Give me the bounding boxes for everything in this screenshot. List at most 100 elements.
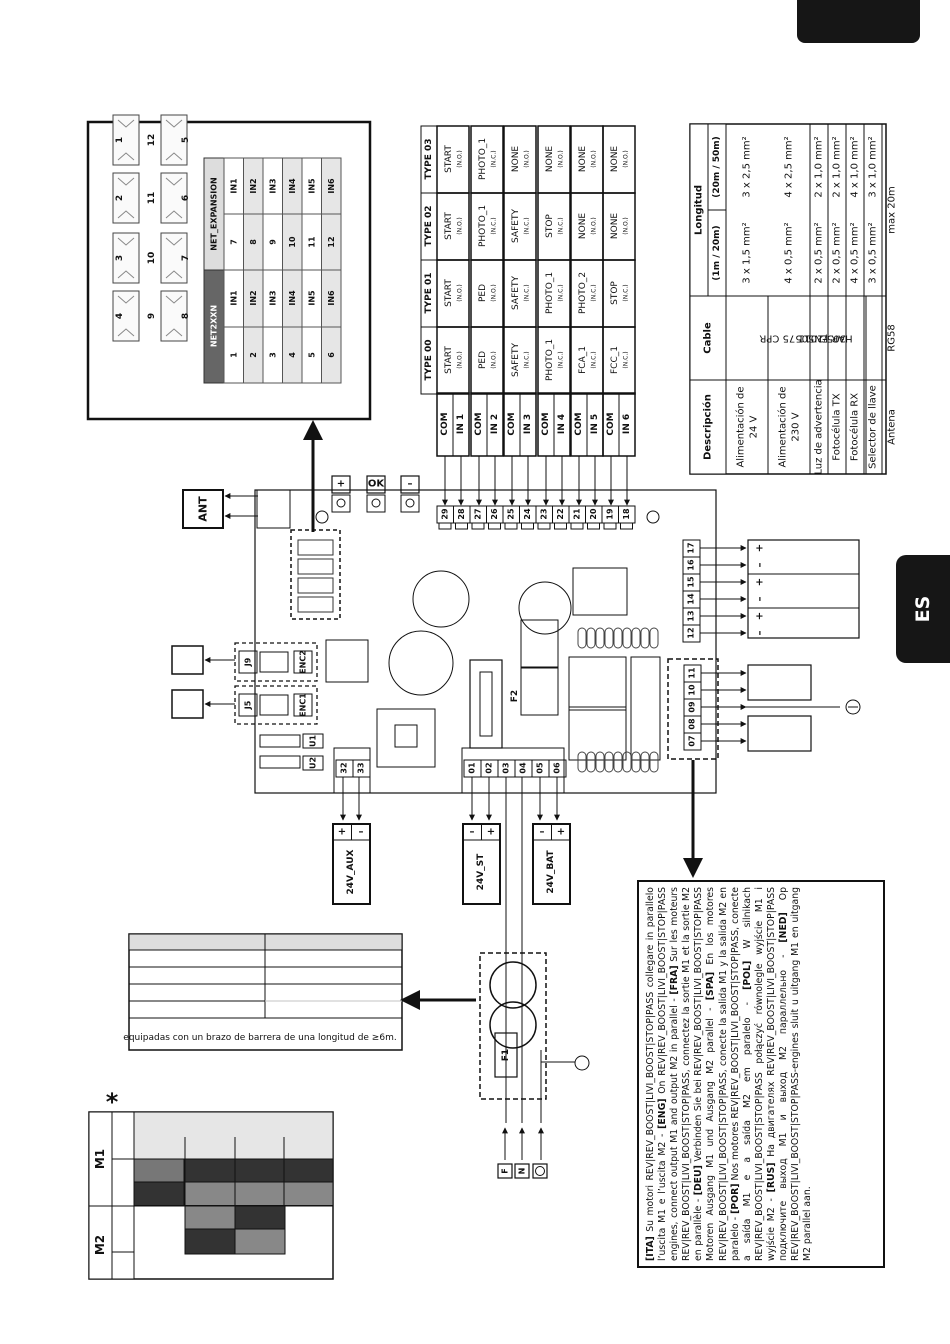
note-language-tag: [POL]	[741, 960, 753, 990]
terminal-number: 12	[687, 627, 696, 638]
connector-detail	[165, 152, 183, 161]
terminal-number: 20	[589, 508, 598, 520]
display-outline	[290, 529, 341, 620]
cable-row-l1: 3 x 0,5 mm²	[868, 222, 879, 283]
input-label: IN 4	[557, 414, 567, 434]
inductor-winding	[595, 627, 605, 649]
cable-row-desc: Selector de llave	[868, 385, 879, 469]
net-table-value: IN4	[288, 178, 297, 194]
earth-icon	[574, 1055, 590, 1071]
terminal-number: 06	[553, 762, 562, 774]
motor-timing-cell	[283, 1181, 334, 1206]
cable-row-desc: 24 V	[749, 415, 760, 438]
type-cell-contact: (N.O.)	[623, 217, 630, 234]
fuse-body	[479, 671, 493, 737]
type-cell-contact: (N.O.)	[491, 284, 498, 301]
polarity-sign: +	[557, 827, 565, 838]
net-table-value: 12	[327, 236, 336, 247]
inductor-winding	[577, 751, 587, 773]
connector-detail	[165, 177, 183, 186]
terminal-number: 17	[687, 542, 696, 553]
inductor-winding	[577, 627, 587, 649]
type-cell-function: SAFETY	[511, 343, 521, 377]
terminal-number: 27	[474, 508, 483, 519]
type-cell-function: NONE	[545, 146, 555, 173]
mains-label: N	[518, 1168, 527, 1175]
type-cell-contact: (N.C.)	[558, 217, 565, 234]
terminal-number: 24	[523, 508, 532, 520]
type-cell-contact: (N.O.)	[457, 150, 464, 167]
mains-terminal	[514, 1163, 530, 1179]
cable-row-desc: Antena	[887, 409, 898, 445]
connector-number: 6	[181, 195, 191, 201]
connector-detail	[165, 270, 183, 279]
cable-header-cable: Cable	[703, 322, 714, 354]
st-supply-box-label: 24V_ST	[476, 853, 486, 890]
motor-table-top	[133, 1111, 334, 1160]
net-table-value: IN1	[230, 178, 239, 194]
motor-terminal-outline	[667, 658, 719, 760]
motor-parallel-note: [ITA] Su motori REV|REV_BOOST|LIVI_BOOST…	[637, 880, 885, 1268]
fuse-label: F1	[501, 1049, 511, 1061]
motor-timing-cell	[234, 1205, 286, 1230]
terminal-screw	[537, 522, 551, 530]
transformer-block	[376, 708, 436, 768]
cable-row-l1: 4 x 0,5 mm²	[784, 222, 795, 283]
board-button-base	[331, 494, 351, 513]
cable-header-length: Longitud	[694, 185, 705, 235]
inductor-winding	[631, 627, 641, 649]
com-label: COM	[507, 412, 517, 435]
type-cell-contact: (N.C.)	[591, 284, 598, 301]
cable-row-l1: 2 x 0,5 mm²	[814, 222, 825, 283]
input-label: IN 3	[523, 414, 533, 434]
net2xxn-header-label: NET2XXN	[210, 305, 219, 347]
type-header-label: TYPE 01	[424, 272, 434, 313]
net-table-value: IN6	[327, 290, 336, 306]
connector-detail	[117, 152, 135, 161]
board-button-label: OK	[368, 479, 386, 490]
cable-row-desc: 230 V	[791, 412, 802, 441]
motor-box	[747, 664, 812, 701]
type-cell	[537, 125, 571, 194]
inductor-winding	[622, 627, 632, 649]
enc-label: ENC2	[299, 650, 308, 674]
terminal-screw	[504, 522, 518, 530]
earth-icon	[845, 699, 861, 715]
motor-timing-cell	[283, 1158, 334, 1183]
terminal-number: 28	[457, 508, 466, 520]
net-table-value: 11	[308, 236, 317, 248]
input-label: IN 5	[590, 414, 600, 434]
connector-icon	[160, 172, 188, 224]
transformer-coil	[489, 1001, 537, 1049]
capacitor	[518, 581, 572, 635]
connector-detail	[165, 119, 183, 128]
net-table-value: IN6	[327, 178, 336, 194]
type-cell-function: PHOTO_1	[478, 138, 488, 180]
relay-socket	[572, 567, 628, 616]
cable-row-desc: Alimentación de	[735, 386, 747, 467]
transformer-outline	[479, 952, 547, 1100]
jumper-pins	[259, 694, 289, 716]
polarity-sign: –	[540, 827, 545, 838]
cable-row-l2: 4 x 2,5 mm²	[784, 136, 795, 197]
type-cell-contact: (N.O.)	[591, 217, 598, 234]
connector-detail	[165, 295, 183, 304]
note-language-tag: [ITA]	[645, 1236, 656, 1261]
terminal-screw	[570, 522, 584, 530]
mounting-hole	[315, 510, 329, 524]
net-table-value: IN2	[249, 178, 258, 193]
note-language-tag: [SPA]	[705, 971, 717, 1001]
net-table-value: 4	[288, 352, 297, 358]
mains-terminal	[532, 1163, 548, 1179]
terminal-number: 04	[519, 762, 528, 774]
connector-detail	[165, 237, 183, 246]
display-digit	[297, 577, 334, 594]
motor-timing-cell	[133, 1181, 185, 1206]
fuse-holder	[469, 659, 503, 749]
cable-row-l2: 4 x 1,0 mm²	[850, 136, 861, 197]
terminal-screw	[521, 522, 534, 530]
net-expansion-box	[86, 120, 372, 421]
type-cell	[602, 125, 636, 194]
com-label: COM	[606, 412, 616, 435]
terminal-number: 11	[688, 667, 697, 679]
